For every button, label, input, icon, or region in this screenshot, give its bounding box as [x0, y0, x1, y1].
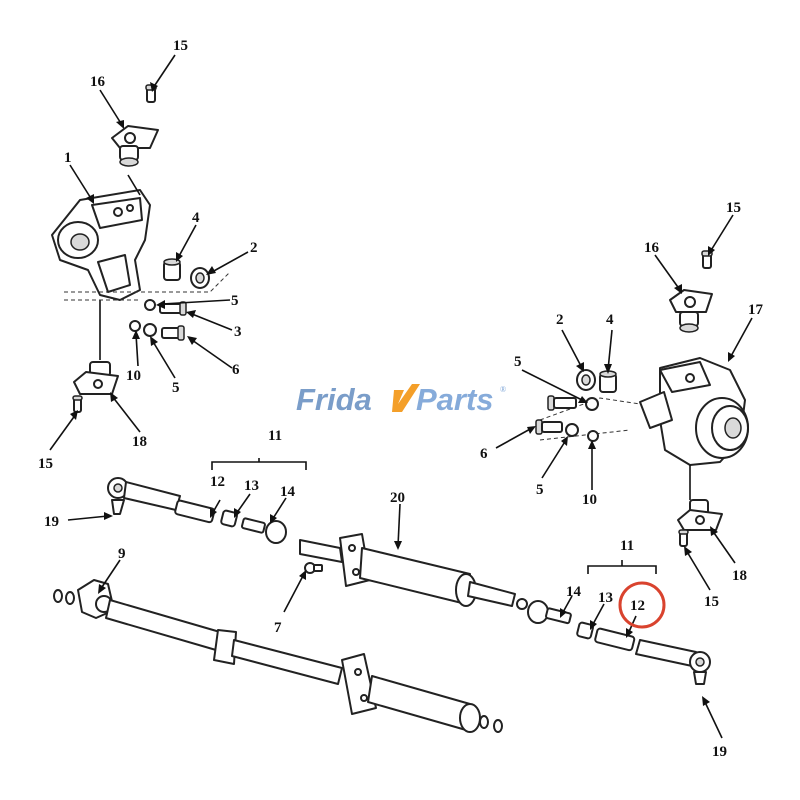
callout-17: 17 — [748, 302, 764, 318]
callout-6-left: 6 — [232, 362, 240, 378]
clamp-13-left — [220, 509, 238, 528]
callout-3: 3 — [234, 324, 242, 340]
bolt-15-lower-right — [678, 529, 689, 547]
callout-13-right: 13 — [598, 590, 613, 606]
fitting-7 — [304, 562, 323, 574]
knuckle-17-right — [639, 357, 749, 500]
cap-18-left — [73, 361, 119, 395]
tie-rod-end-right — [635, 639, 711, 685]
callout-18-left: 18 — [132, 434, 147, 450]
callout-15-lower-left: 15 — [38, 456, 53, 472]
tube-12-right — [594, 627, 636, 652]
left-steering-knuckle-assembly — [51, 84, 231, 413]
callout-2-right: 2 — [556, 312, 564, 328]
callout-6-right: 6 — [480, 446, 488, 462]
bolt-15-top-right — [701, 250, 713, 269]
watermark-logo: Frida Parts ® — [296, 382, 506, 417]
watermark-y-mark — [392, 384, 420, 412]
cap-16-left — [111, 125, 159, 167]
washer-2-right — [576, 369, 596, 391]
callout-11-right: 11 — [620, 538, 634, 554]
callout-19-left: 19 — [44, 514, 59, 530]
callout-7: 7 — [274, 620, 282, 636]
bolt-15-lower-left — [72, 395, 83, 413]
bolt-6-left — [129, 320, 185, 341]
callout-10-right: 10 — [582, 492, 597, 508]
drag-link-9 — [53, 579, 503, 733]
adjusting-sleeve-14-left — [241, 517, 287, 544]
callout-12-right: 12 — [630, 598, 645, 614]
callout-19-right: 19 — [712, 744, 727, 760]
washer-2-left — [190, 267, 210, 289]
callout-5-right-lower: 5 — [536, 482, 544, 498]
watermark-text-friday: Frida — [296, 382, 372, 417]
callout-4-right: 4 — [606, 312, 614, 328]
callout-5-left-upper: 5 — [231, 293, 239, 309]
callout-9: 9 — [118, 546, 126, 562]
bushing-4-left — [163, 258, 181, 281]
tie-rod-end-left — [107, 477, 216, 524]
callout-14-left: 14 — [280, 484, 296, 500]
callout-12-left: 12 — [210, 474, 225, 490]
right-steering-knuckle-assembly — [535, 250, 749, 547]
callout-18-right: 18 — [732, 568, 747, 584]
callout-15-top-left: 15 — [173, 38, 188, 54]
callout-1: 1 — [64, 150, 72, 166]
adjusting-sleeve-14-right — [527, 600, 572, 625]
callout-20: 20 — [390, 490, 405, 506]
callout-5-right-upper: 5 — [514, 354, 522, 370]
callout-16-left: 16 — [90, 74, 106, 90]
watermark-text-parts: Parts — [416, 382, 494, 417]
callout-2-left: 2 — [250, 240, 258, 256]
callout-14-right: 14 — [566, 584, 582, 600]
callout-15-lower-right: 15 — [704, 594, 719, 610]
callout-labels: 15 16 1 4 2 5 3 6 10 5 18 15 15 16 17 2 … — [38, 38, 764, 760]
cap-18-right — [677, 499, 723, 531]
leader-lines — [49, 54, 753, 739]
callout-10-left: 10 — [126, 368, 141, 384]
bolt-5-right-upper — [547, 395, 599, 411]
cap-16-right — [669, 289, 713, 333]
callout-5-left-lower: 5 — [172, 380, 180, 396]
callout-16-right: 16 — [644, 240, 660, 256]
clamp-13-right — [576, 621, 594, 640]
bushing-4-right — [599, 370, 617, 393]
knuckle-1-left — [51, 174, 151, 360]
callout-4-left: 4 — [192, 210, 200, 226]
callout-11-left: 11 — [268, 428, 282, 444]
highlight-circle-12 — [618, 581, 666, 629]
callout-13-left: 13 — [244, 478, 259, 494]
bolt-6-right — [535, 419, 599, 442]
callout-15-top-right: 15 — [726, 200, 741, 216]
steering-cylinder-20 — [299, 533, 528, 610]
watermark-registered: ® — [500, 385, 506, 394]
